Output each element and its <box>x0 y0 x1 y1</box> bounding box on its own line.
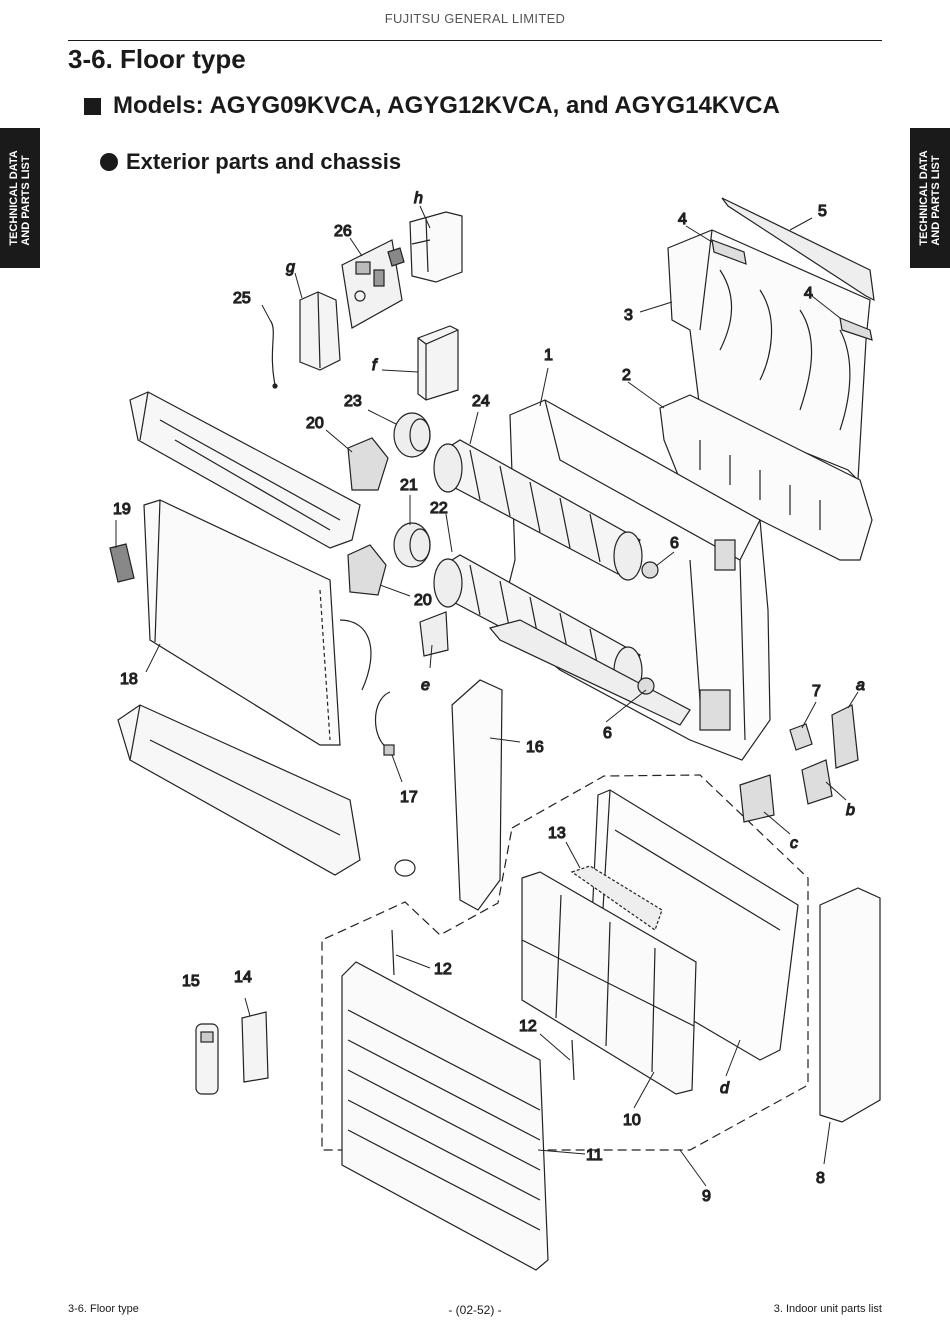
label-6-upper: 6 <box>670 535 679 552</box>
screw-12-upper <box>391 929 395 976</box>
fan-motor-21 <box>393 522 431 568</box>
label-13: 13 <box>548 825 566 842</box>
label-d: d <box>720 1080 730 1097</box>
label-e: e <box>421 677 430 694</box>
label-20-upper: 20 <box>306 415 324 432</box>
label-b: b <box>846 802 855 819</box>
pcb-part <box>341 239 405 329</box>
company-header: FUJITSU GENERAL LIMITED <box>384 11 566 26</box>
label-12-lower: 12 <box>519 1018 537 1035</box>
label-24: 24 <box>472 393 490 410</box>
models-heading: Models: AGYG09KVCA, AGYG12KVCA, and AGYG… <box>84 92 780 120</box>
leader-lines <box>115 205 859 1187</box>
label-2: 2 <box>622 367 631 384</box>
drain-hose <box>394 859 416 877</box>
motor-mount-e <box>419 611 449 657</box>
label-6-lower: 6 <box>603 725 612 742</box>
label-5: 5 <box>818 203 827 220</box>
bracket-b <box>801 759 833 805</box>
side-cover-8 <box>819 887 881 1123</box>
subsection-heading: Exterior parts and chassis <box>100 149 401 175</box>
label-g: g <box>286 259 295 276</box>
remote-holder-14 <box>241 1011 269 1083</box>
label-8: 8 <box>816 1170 825 1187</box>
label-14: 14 <box>234 969 252 986</box>
remote-control-15 <box>195 1023 219 1095</box>
part-7 <box>789 723 813 751</box>
label-h: h <box>414 190 423 207</box>
bracket-5 <box>721 197 875 302</box>
section-title: 3-6. Floor type <box>68 44 246 74</box>
label-10: 10 <box>623 1112 641 1129</box>
cover-f <box>417 325 459 401</box>
label-3: 3 <box>624 307 633 324</box>
clip-4-lower <box>839 317 873 341</box>
label-9: 9 <box>702 1188 711 1205</box>
label-4-lower: 4 <box>804 285 813 302</box>
cover-c <box>739 774 775 823</box>
upper-louver-assembly <box>129 391 361 549</box>
footer-page-number: - (02-52) - <box>448 1303 502 1317</box>
air-filter-10 <box>521 871 697 1095</box>
models-title: Models: AGYG09KVCA, AGYG12KVCA, and AGYG… <box>113 92 780 119</box>
circle-bullet-icon <box>100 153 118 171</box>
label-15: 15 <box>182 973 200 990</box>
side-tab-left: TECHNICAL DATA AND PARTS LIST <box>0 128 40 268</box>
footer-section: 3-6. Floor type <box>68 1303 139 1315</box>
label-11: 11 <box>586 1147 603 1164</box>
label-7: 7 <box>812 683 821 700</box>
motor-bracket-20-upper <box>347 437 389 491</box>
footer-chapter: 3. Indoor unit parts list <box>773 1303 882 1315</box>
front-panel-11 <box>341 961 549 1271</box>
sensor-17 <box>375 691 391 749</box>
electrical-box-h <box>409 211 463 283</box>
fan-motor-23 <box>393 412 431 458</box>
sensor-wire-25 <box>269 319 276 386</box>
holder-19 <box>109 543 135 583</box>
bracket-a <box>831 704 859 769</box>
subsection-title: Exterior parts and chassis <box>126 149 402 174</box>
clip-4-upper <box>711 239 747 265</box>
screw-12-lower <box>571 1039 575 1081</box>
air-guide-2 <box>659 394 873 561</box>
label-25: 25 <box>233 290 251 307</box>
label-22: 22 <box>430 500 448 517</box>
square-bullet-icon <box>84 97 101 115</box>
label-c: c <box>790 835 798 852</box>
side-panel-16 <box>451 679 503 911</box>
label-a: a <box>856 677 865 694</box>
lower-louver-assembly <box>117 704 361 876</box>
cross-flow-fan-24 <box>433 439 643 581</box>
filter-13 <box>570 865 663 931</box>
heat-exchanger-18 <box>143 499 372 746</box>
cover-g <box>299 291 341 371</box>
side-tab-right: TECHNICAL DATA AND PARTS LIST <box>910 128 950 268</box>
label-20-lower: 20 <box>414 592 432 609</box>
bearing-6-lower <box>637 677 655 695</box>
motor-bracket-20-lower <box>347 544 387 596</box>
bearing-6-upper <box>641 561 659 579</box>
label-26: 26 <box>334 223 352 240</box>
label-17: 17 <box>400 789 418 806</box>
label-f: f <box>372 357 378 374</box>
label-4-upper: 4 <box>678 211 687 228</box>
label-21: 21 <box>400 477 418 494</box>
label-12-upper: 12 <box>434 961 452 978</box>
label-19: 19 <box>113 501 131 518</box>
label-1: 1 <box>544 347 553 364</box>
label-16: 16 <box>526 739 544 756</box>
label-23: 23 <box>344 393 362 410</box>
header-rule <box>68 40 882 41</box>
drain-tray <box>488 619 691 726</box>
label-18: 18 <box>120 671 138 688</box>
